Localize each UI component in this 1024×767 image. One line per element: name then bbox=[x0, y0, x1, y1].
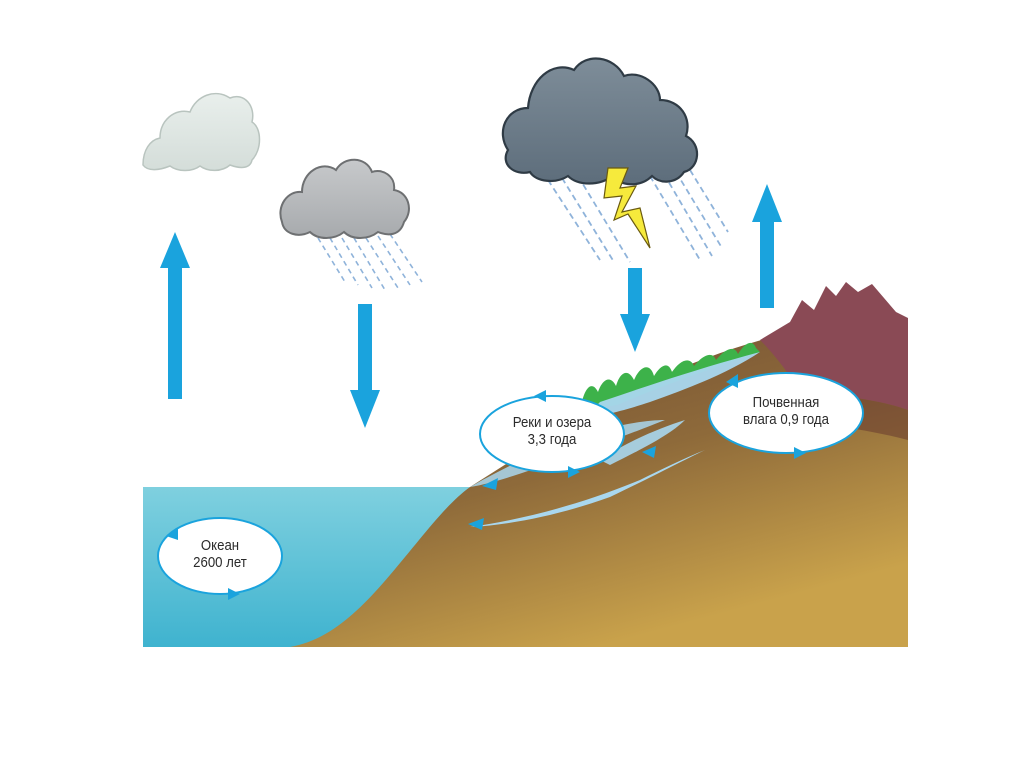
ocean-label-line1: Океан bbox=[176, 537, 264, 554]
light-cloud bbox=[143, 94, 260, 171]
soil-label-line1: Почвенная bbox=[726, 394, 846, 411]
rain-cloud bbox=[280, 160, 422, 290]
rivers-label: Реки и озера 3,3 года bbox=[495, 414, 609, 448]
soil-label: Почвенная влага 0,9 года bbox=[726, 394, 846, 428]
arrow-up-evaporation-ocean bbox=[160, 232, 190, 399]
arrow-down-precipitation-land bbox=[620, 268, 650, 352]
ocean-label-line2: 2600 лет bbox=[176, 554, 264, 571]
storm-cloud bbox=[503, 59, 728, 262]
rivers-label-line1: Реки и озера bbox=[495, 414, 609, 431]
arrow-up-evaporation-land bbox=[752, 184, 782, 308]
arrow-down-precipitation-ocean bbox=[350, 304, 380, 428]
ocean-label: Океан 2600 лет bbox=[176, 537, 264, 571]
rivers-label-line2: 3,3 года bbox=[495, 431, 609, 448]
soil-label-line2: влага 0,9 года bbox=[726, 411, 846, 428]
